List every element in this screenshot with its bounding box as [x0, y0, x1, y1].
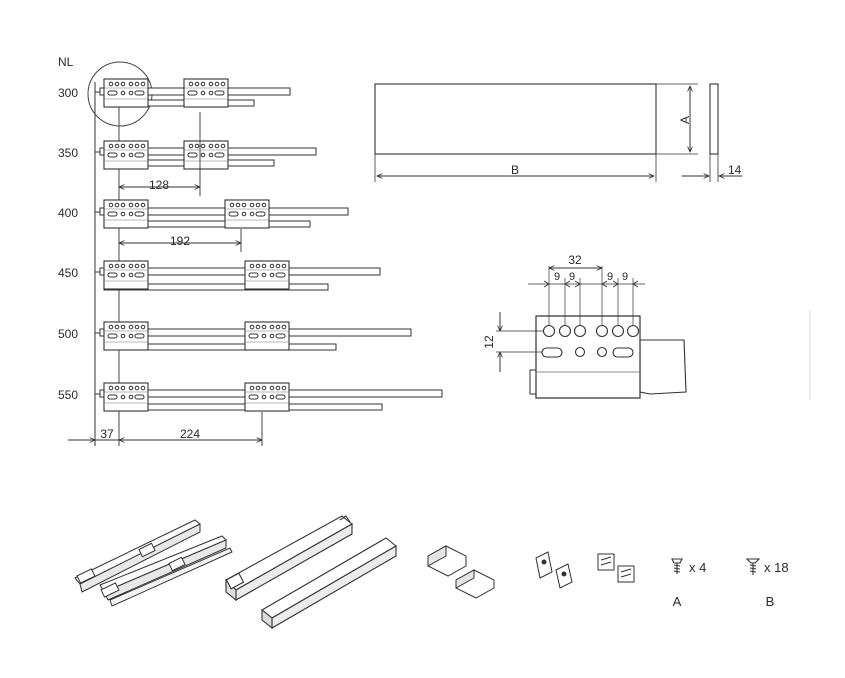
pitch-9: 9: [569, 271, 575, 283]
rear-bracket: [103, 199, 149, 229]
screw-a-quantity: x 4: [689, 560, 706, 575]
kit-contents: x 4 A x 18 B: [74, 515, 789, 630]
screw-b-quantity: x 18: [764, 560, 789, 575]
runner-row-500: 500: [58, 321, 412, 351]
dimension-128: 128: [149, 178, 169, 192]
dimension-32: 32: [568, 253, 582, 267]
drawer-panel-view: A B 14: [374, 83, 742, 182]
nl-label: NL: [58, 55, 74, 69]
rear-bracket: [103, 78, 149, 108]
rail-profile: [639, 339, 687, 395]
runner-length-label: 450: [58, 266, 78, 280]
rear-bracket: [103, 140, 149, 170]
panel-height-label: A: [678, 116, 692, 124]
runner-rail: [99, 207, 349, 216]
panel-side-view: [709, 83, 719, 155]
bracket-hole-detail: 32 9 9 9 9 12: [482, 253, 687, 399]
pitch-9: 9: [554, 271, 560, 283]
runner-length-label: 300: [58, 86, 78, 100]
rear-bracket: [103, 321, 149, 351]
dimension-12: 12: [482, 335, 496, 349]
runner-row-550: 550: [58, 382, 443, 412]
runner-row-300: 300: [58, 78, 291, 108]
rear-bracket: [103, 382, 149, 412]
runner-length-diagram: NL 300 350 128 400: [58, 55, 443, 446]
screw-a-label: A: [673, 594, 682, 609]
front-bracket: [244, 382, 290, 412]
front-bracket: [224, 199, 270, 229]
pitch-9: 9: [622, 271, 628, 283]
panel-length-label: B: [511, 163, 519, 177]
front-bracket: [244, 260, 290, 290]
front-bracket: [183, 78, 229, 108]
rear-bracket: [103, 260, 149, 290]
dimension-224: 224: [180, 427, 200, 441]
connector-brackets-illustration: [427, 545, 495, 599]
screw-b-label: B: [766, 594, 775, 609]
runner-row-450: 450: [58, 260, 381, 291]
runner-row-400: 400 192: [58, 199, 349, 252]
screw-a: x 4 A: [671, 558, 706, 609]
dimension-192: 192: [170, 234, 190, 248]
bracket-plate: [535, 315, 641, 399]
front-bracket: [183, 140, 229, 170]
runner-row-350: 350 128: [58, 112, 317, 196]
front-bracket: [244, 321, 290, 351]
screw-a-icon: [671, 558, 683, 574]
runner-length-label: 550: [58, 388, 78, 402]
runner-length-label: 500: [58, 327, 78, 341]
front-clips-illustration: [535, 551, 573, 589]
screw-b: x 18 B: [745, 558, 789, 609]
runner-rail: [99, 267, 381, 276]
runner-length-label: 350: [58, 146, 78, 160]
runner-length-label: 400: [58, 206, 78, 220]
cover-caps-illustration: [597, 553, 635, 583]
screw-b-icon: [745, 558, 761, 575]
drawer-runners-illustration: [74, 519, 233, 607]
dimension-37: 37: [100, 427, 114, 441]
panel-thickness-label: 14: [728, 163, 742, 177]
pitch-9: 9: [607, 271, 613, 283]
drawer-panel: [374, 83, 657, 155]
drawer-sides-illustration: [225, 515, 397, 630]
